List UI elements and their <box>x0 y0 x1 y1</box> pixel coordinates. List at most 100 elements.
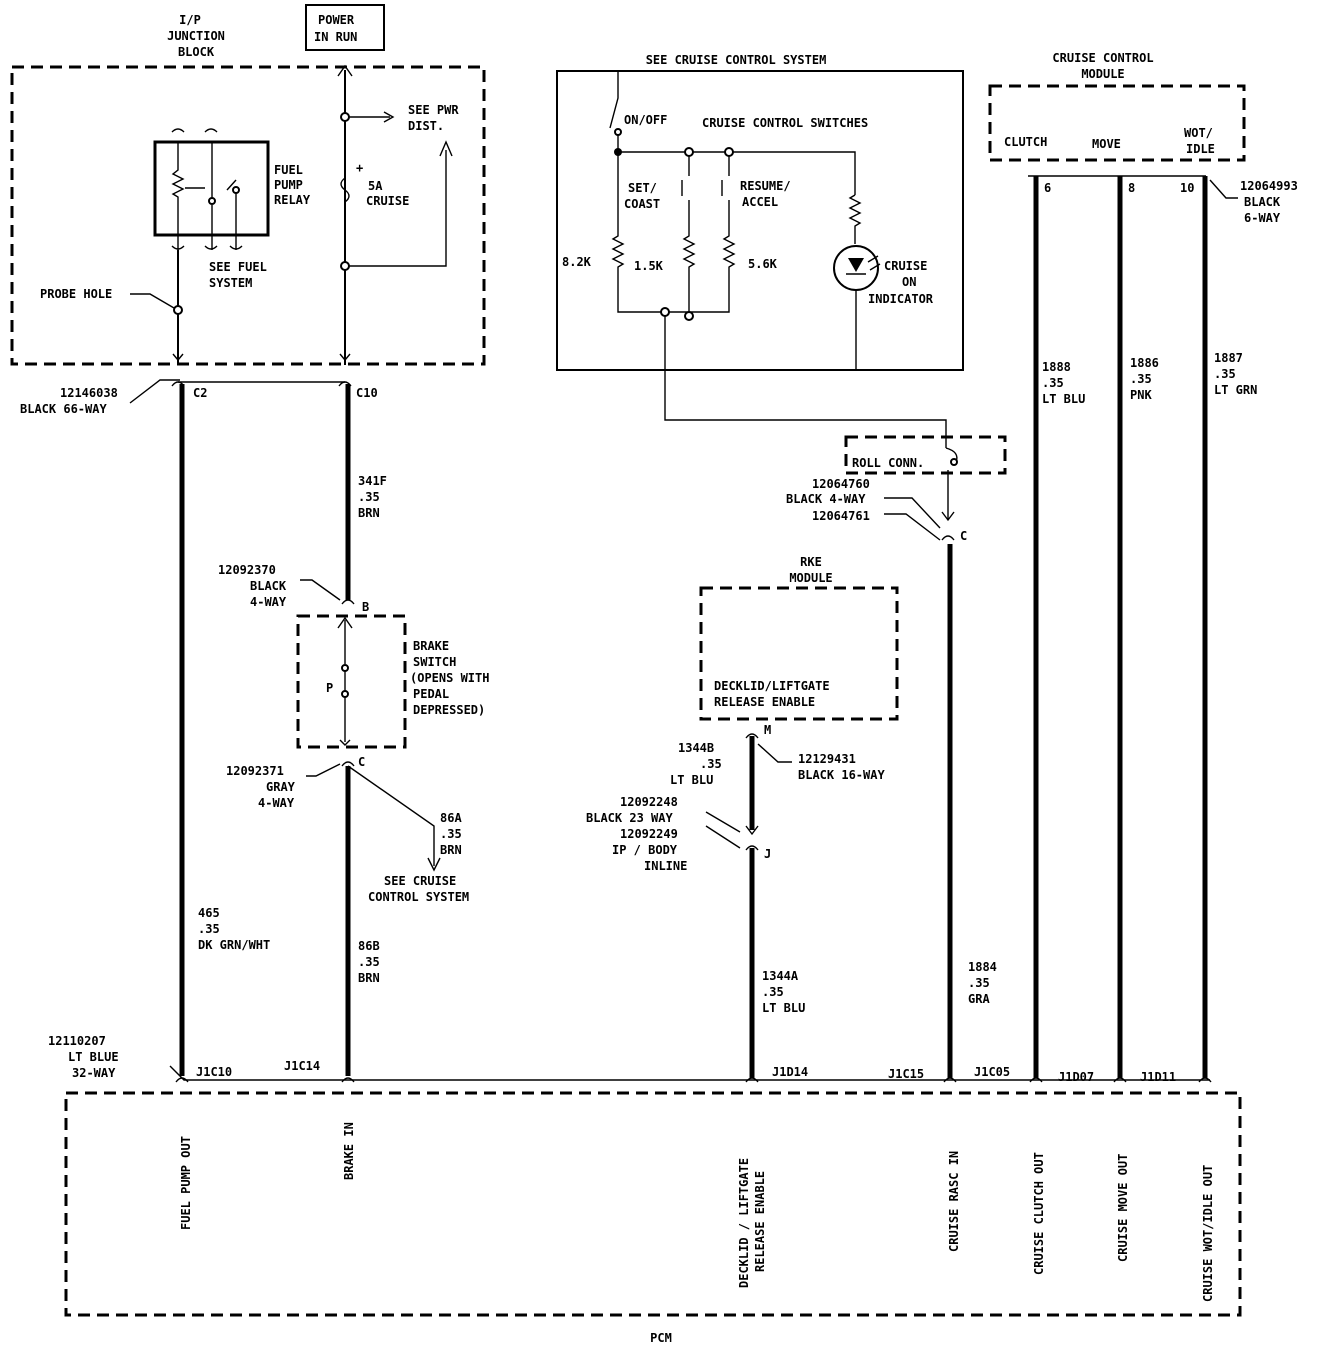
svg-text:LT BLU: LT BLU <box>762 1001 805 1015</box>
pcm-conn-line1: LT BLUE <box>68 1050 119 1064</box>
brake-switch-line3: (OPENS WITH <box>410 671 489 685</box>
inline-line2: INLINE <box>644 859 687 873</box>
cruise-module-move: MOVE <box>1092 137 1121 151</box>
inline-part-2: 12092249 <box>620 827 678 841</box>
fuse-symbol <box>340 177 350 203</box>
cruise-switches-label: CRUISE CONTROL SWITCHES <box>702 116 868 130</box>
ip-junction-label-2: JUNCTION <box>167 29 225 43</box>
rke-conn-m-desc: BLACK 16-WAY <box>798 768 885 782</box>
pcm-pin-j1c15: J1C15 <box>888 1067 924 1081</box>
cruise-module-wot-2: IDLE <box>1186 142 1215 156</box>
connector-c2-pin: C2 <box>193 386 207 400</box>
svg-text:.35: .35 <box>1130 372 1152 386</box>
set-coast-2: COAST <box>624 197 660 211</box>
svg-text:LT BLU: LT BLU <box>670 773 713 787</box>
pcm-label: PCM <box>650 1331 672 1345</box>
cruise-indicator-2: ON <box>902 275 916 289</box>
fuse-plus: + <box>356 161 363 175</box>
rke-line2: RELEASE ENABLE <box>714 695 815 709</box>
brake-switch-p: P <box>326 681 333 695</box>
brake-conn-c-part: 12092371 <box>226 764 284 778</box>
cruise-control-module: CRUISE CONTROL MODULE CLUTCH MOVE WOT/ I… <box>988 51 1298 225</box>
pcm-pin-j1d07: J1D07 <box>1058 1070 1094 1084</box>
cruise-indicator-1: CRUISE <box>884 259 927 273</box>
fuel-pump-relay-label-1: FUEL <box>274 163 303 177</box>
pcm-decklid-1: DECKLID / LIFTGATE <box>737 1158 751 1288</box>
ip-junction-label-3: BLOCK <box>178 45 215 59</box>
brake-conn-c-line1: GRAY <box>266 780 296 794</box>
svg-text:BRN: BRN <box>358 506 380 520</box>
cruise-module-conn-2: 6-WAY <box>1244 211 1281 225</box>
svg-text:1887: 1887 <box>1214 351 1243 365</box>
pcm-pin-j1d11: J1D11 <box>1140 1070 1176 1084</box>
roll-conn-pin: C <box>960 529 967 543</box>
wire-341f: 341F .35 BRN <box>358 474 387 520</box>
brake-connector-b: 12092370 BLACK 4-WAY B <box>218 563 369 614</box>
pin-c10: C10 <box>356 386 378 400</box>
cruise-module-conn-1: BLACK <box>1244 195 1281 209</box>
svg-text:86B: 86B <box>358 939 380 953</box>
svg-text:86A: 86A <box>440 811 462 825</box>
cruise-module-title-1: CRUISE CONTROL <box>1052 51 1153 65</box>
svg-text:BRN: BRN <box>440 843 462 857</box>
svg-text:.35: .35 <box>440 827 462 841</box>
roll-conn-part-2: 12064761 <box>812 509 870 523</box>
see-fuel-system-1: SEE FUEL <box>209 260 267 274</box>
brake-switch-line5: DEPRESSED) <box>413 703 485 717</box>
rke-line1: DECKLID/LIFTGATE <box>714 679 830 693</box>
rke-title-2: MODULE <box>789 571 832 585</box>
rke-conn-m-pin: M <box>764 723 771 737</box>
pcm-brake-in: BRAKE IN <box>342 1122 356 1180</box>
wire-1884: 1884 .35 GRA <box>968 960 997 1006</box>
inline-line1: IP / BODY <box>612 843 678 857</box>
brake-conn-c-line2: 4-WAY <box>258 796 295 810</box>
cruise-system-title: SEE CRUISE CONTROL SYSTEM <box>646 53 827 67</box>
pcm-cruise-rasc-in: CRUISE RASC IN <box>947 1151 961 1252</box>
cruise-module-wot-1: WOT/ <box>1184 126 1213 140</box>
svg-text:.35: .35 <box>968 976 990 990</box>
brake-switch: P BRAKE SWITCH (OPENS WITH PEDAL DEPRESS… <box>296 614 489 749</box>
brake-connector-c: C 12092371 GRAY 4-WAY 86A .35 BRN SEE CR… <box>226 739 469 904</box>
r-1-5k: 1.5K <box>634 259 664 273</box>
pcm-pin-j1c10: J1C10 <box>196 1065 232 1079</box>
rke-module: RKE MODULE DECKLID/LIFTGATE RELEASE ENAB… <box>699 555 899 782</box>
cruise-control-system: SEE CRUISE CONTROL SYSTEM CRUISE CONTROL… <box>556 53 964 448</box>
brake-switch-line4: PEDAL <box>413 687 449 701</box>
brake-switch-line2: SWITCH <box>413 655 456 669</box>
ip-junction-label-1: I/P <box>179 13 201 27</box>
pcm-wot-out: CRUISE WOT/IDLE OUT <box>1201 1165 1215 1302</box>
probe-hole-label: PROBE HOLE <box>40 287 112 301</box>
r-8-2k: 8.2K <box>562 255 592 269</box>
inline-part-1: 12092248 <box>620 795 678 809</box>
cruise-module-pin-8: 8 <box>1128 181 1135 195</box>
fuse-rating: 5A <box>368 179 383 193</box>
pcm-pin-j1c14: J1C14 <box>284 1059 320 1073</box>
svg-text:1344B: 1344B <box>678 741 714 755</box>
pcm-pin-j1d14: J1D14 <box>772 1065 808 1079</box>
svg-text:1886: 1886 <box>1130 356 1159 370</box>
cruise-indicator-3: INDICATOR <box>868 292 934 306</box>
pcm-module: 12110207 LT BLUE 32-WAY J1C10 J1C14 J1D1… <box>48 1034 1242 1345</box>
brake-conn-b-part: 12092370 <box>218 563 276 577</box>
wire-1344b: 1344B .35 LT BLU <box>670 741 722 787</box>
svg-text:465: 465 <box>198 906 220 920</box>
see-cruise-control-1: SEE CRUISE <box>384 874 456 888</box>
pcm-conn-line2: 32-WAY <box>72 1066 116 1080</box>
brake-switch-line1: BRAKE <box>413 639 449 653</box>
see-pwr-dist-1: SEE PWR <box>408 103 459 117</box>
on-off-label: ON/OFF <box>624 113 667 127</box>
fuel-pump-relay-label-3: RELAY <box>274 193 311 207</box>
inline-pin: J <box>764 847 771 861</box>
wire-1887: 1887 .35 LT GRN <box>1214 351 1257 397</box>
roll-connector: ROLL CONN. 12064760 BLACK 4-WAY 12064761… <box>786 435 1007 543</box>
resume-accel-2: ACCEL <box>742 195 778 209</box>
pcm-move-out: CRUISE MOVE OUT <box>1116 1154 1130 1262</box>
svg-text:.35: .35 <box>358 490 380 504</box>
pcm-decklid-2: RELEASE ENABLE <box>753 1171 767 1272</box>
roll-conn-desc: BLACK 4-WAY <box>786 492 866 506</box>
rke-title-1: RKE <box>800 555 822 569</box>
wire-1888: 1888 .35 LT BLU <box>1042 360 1085 406</box>
pcm-conn-part: 12110207 <box>48 1034 106 1048</box>
svg-text:341F: 341F <box>358 474 387 488</box>
